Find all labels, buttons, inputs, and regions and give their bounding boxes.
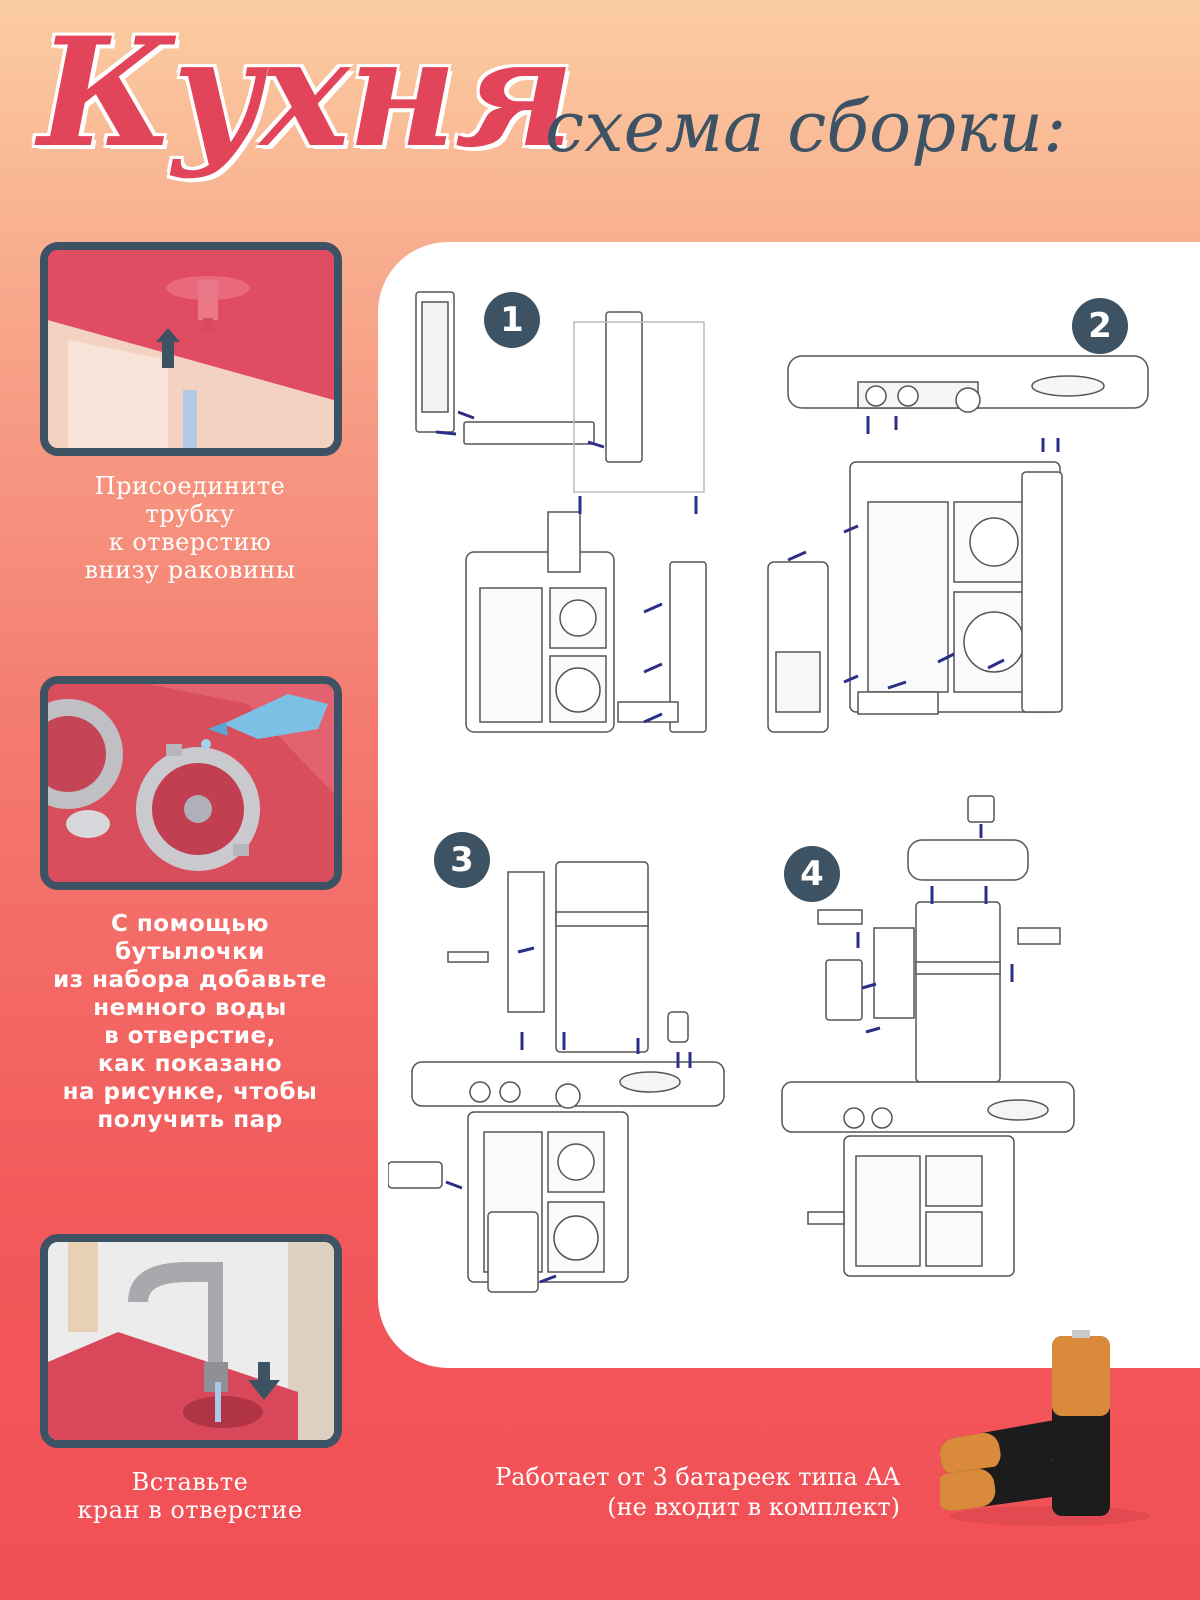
page-title: Кухня <box>38 5 574 181</box>
photo-stove-water <box>40 676 342 890</box>
tip-1-caption: Присоедините трубку к отверстию внизу ра… <box>84 472 296 584</box>
step-1-badge: 1 <box>484 292 540 348</box>
battery-note: Работает от 3 батареек типа AA (не входи… <box>495 1463 900 1521</box>
step-3-diagram <box>388 861 725 1293</box>
assembly-panel: 1 2 3 4 <box>378 242 1200 1368</box>
photo-faucet <box>40 1234 342 1448</box>
step-2-diagram <box>767 355 1149 733</box>
battery-icon <box>940 1330 1150 1526</box>
step-3-badge: 3 <box>434 832 490 888</box>
step-4-diagram <box>781 795 1075 1277</box>
tip-3-caption: Вставьте кран в отверстие <box>77 1468 303 1524</box>
tip-2-caption: С помощью бутылочки из набора добавьте н… <box>53 911 327 1133</box>
step-1-diagram <box>415 291 707 733</box>
step-2-badge: 2 <box>1072 298 1128 354</box>
page-subtitle: схема сборки: <box>545 86 1067 168</box>
step-4-badge: 4 <box>784 846 840 902</box>
photo-sink-tube <box>40 242 342 456</box>
